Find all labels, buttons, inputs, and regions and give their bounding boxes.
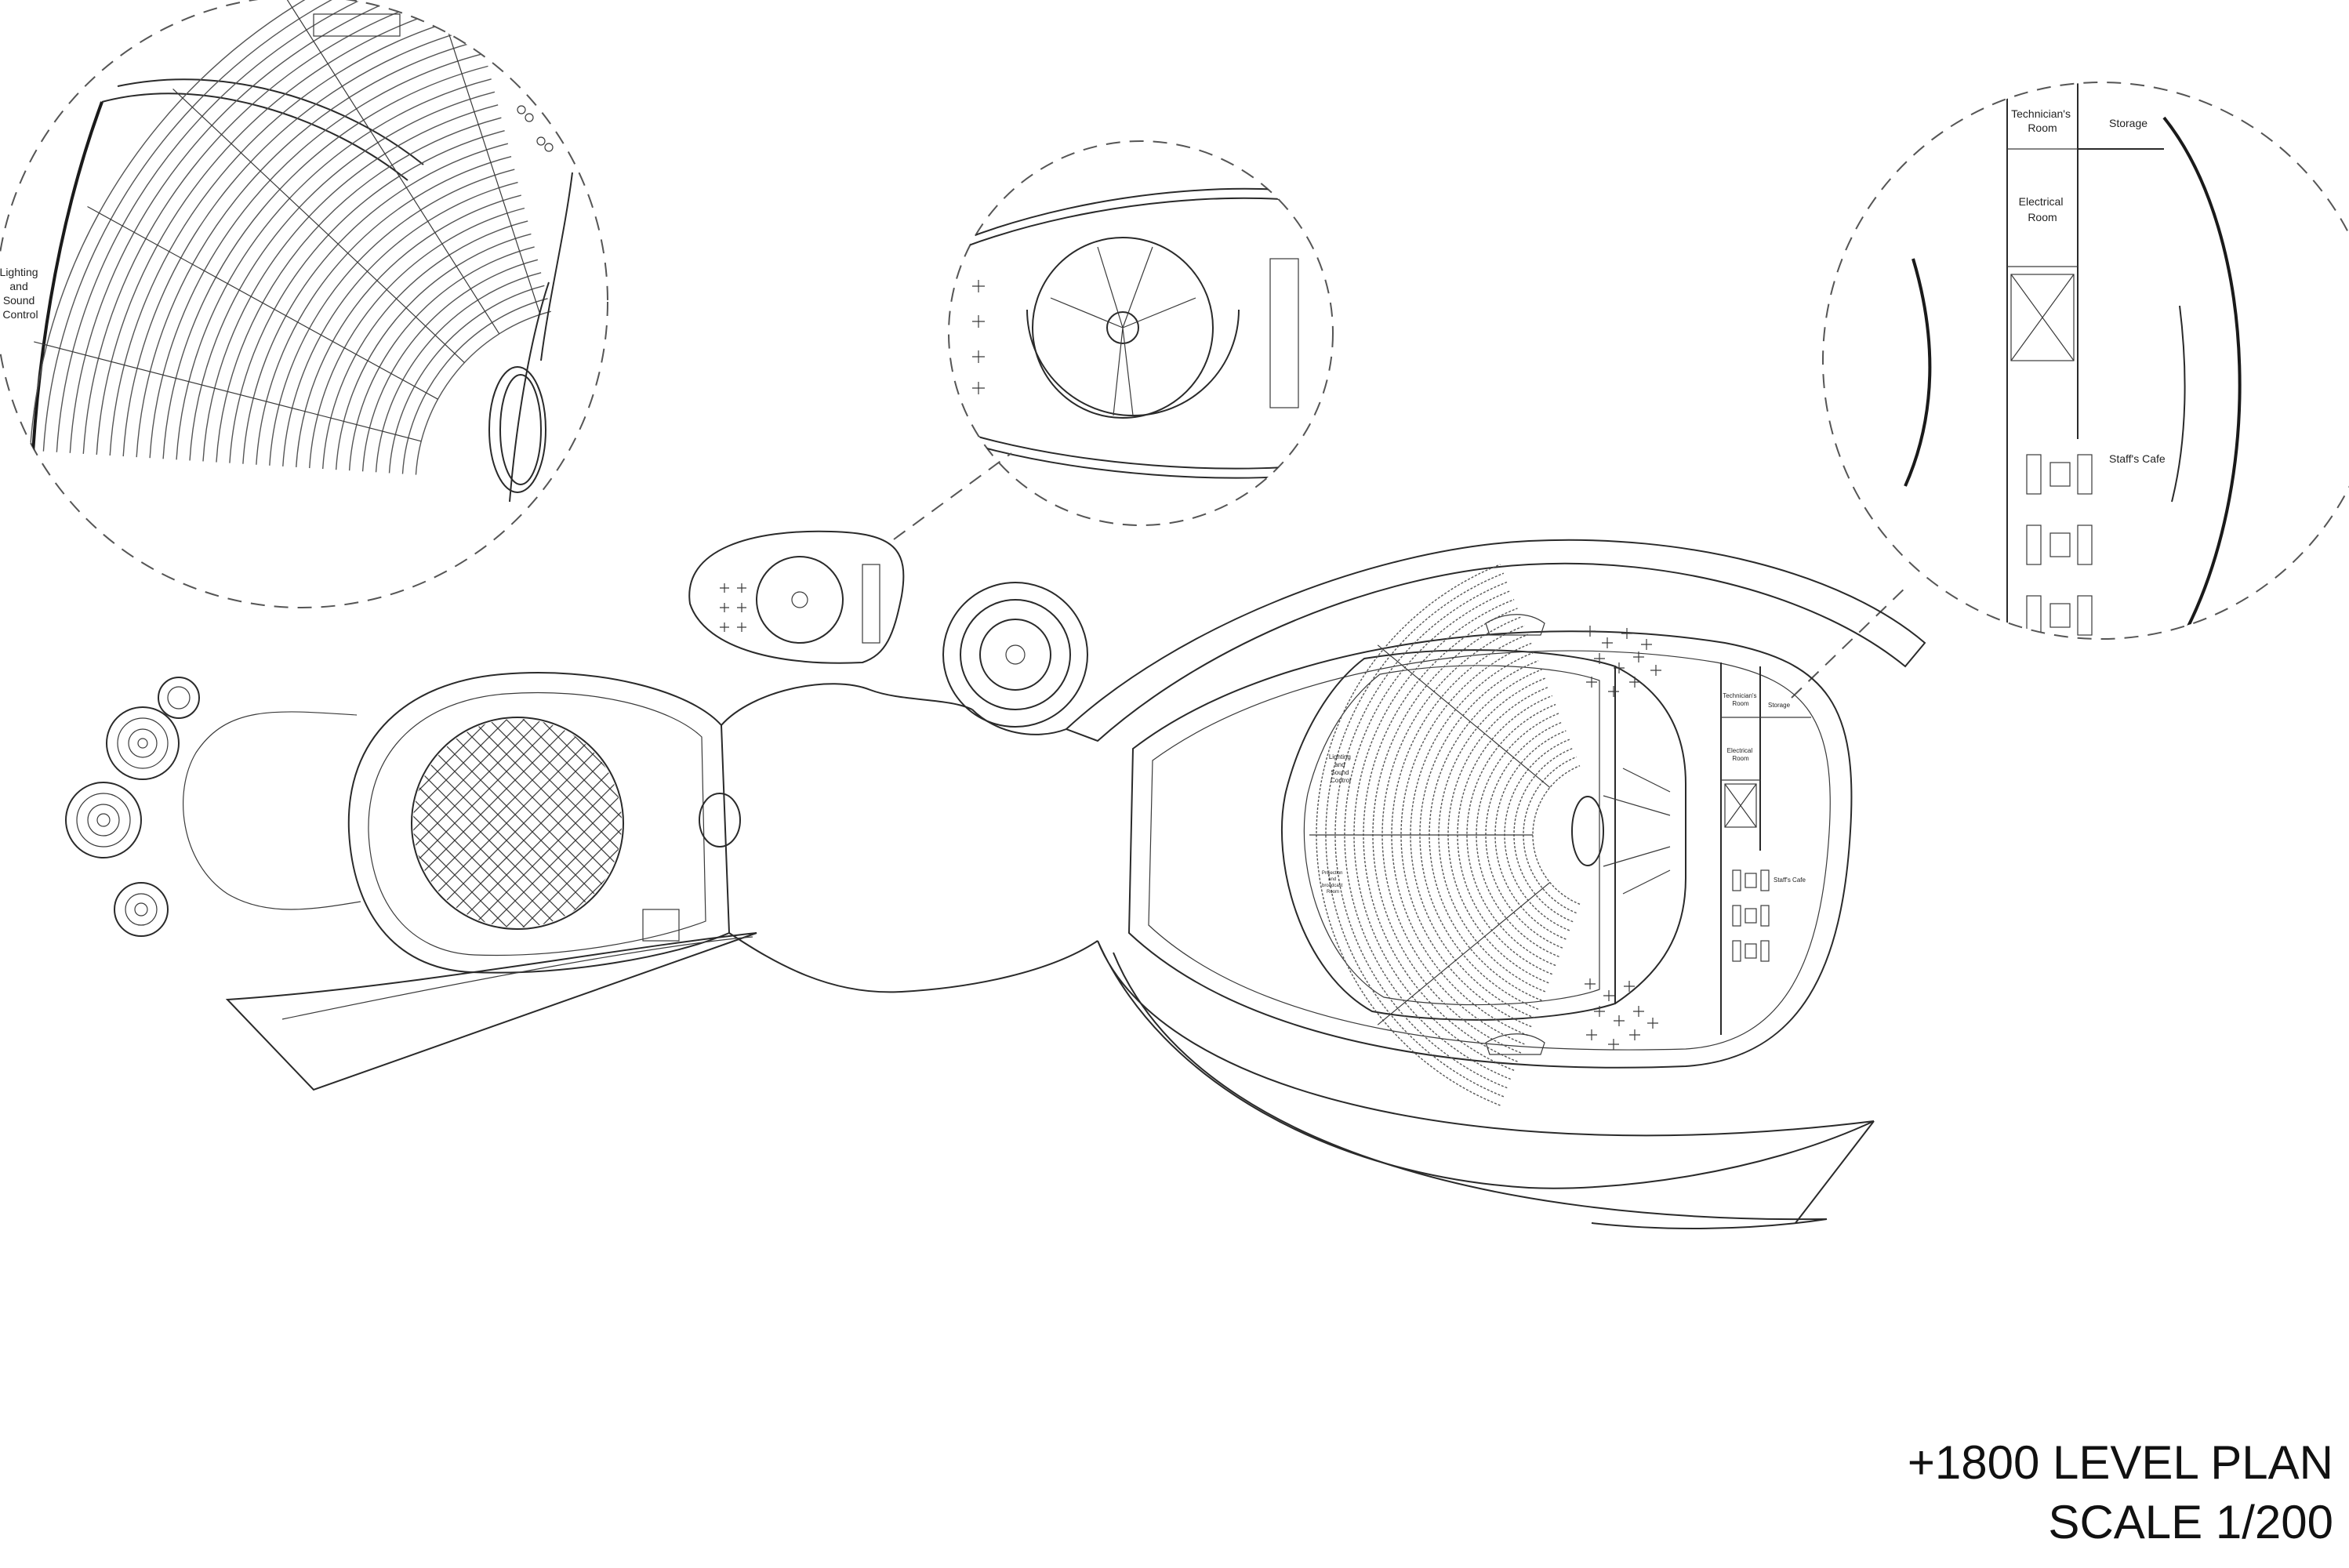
svg-text:Technician's Room: Technician's Room (1723, 692, 1759, 707)
detail-label-technician-2: Room (2028, 122, 2057, 134)
svg-text:Electrical Room: Electrical Room (1727, 747, 1755, 762)
spiral-tree-icons (65, 677, 200, 937)
auditorium-seat-rows (1309, 564, 1581, 1106)
svg-text:Technician's Room: Technician's Room (2011, 107, 2074, 134)
level-plan-title: +1800 LEVEL PLAN (1907, 1436, 2333, 1489)
drawing-title-block: +1800 LEVEL PLAN SCALE 1/200 (1908, 1433, 2333, 1552)
detail-circle-rotunda (948, 140, 1334, 526)
plan-label-electrical-2: Room (1732, 755, 1749, 762)
detail-circle-auditorium: Lighting and Sound Control (0, 0, 608, 608)
plan-label-projection-1: Projection (1322, 871, 1343, 876)
main-plan (65, 530, 1926, 1229)
detail-circle-service: Technician's Room Storage Electrical Roo… (1822, 82, 2349, 640)
roof-grid (413, 719, 622, 927)
detail-seat-rows (29, 0, 551, 475)
plan-label-projection-4: Room (1327, 890, 1339, 895)
svg-text:Lighting and Sound: Lighting and Sound Control (1329, 753, 1352, 784)
detail-label-lighting-1: Lighting (0, 266, 38, 278)
plan-label-lighting-3: Sound (1331, 769, 1349, 776)
detail-label-technician-1: Technician's (2011, 107, 2071, 120)
detail-label-electrical-1: Electrical (2019, 195, 2064, 208)
detail-leader-lines (893, 452, 1910, 699)
detail-label-storage: Storage (2109, 117, 2148, 129)
plan-label-lighting-2: and (1334, 761, 1345, 768)
svg-text:Electrical Room: Electrical Room (2019, 195, 2067, 223)
plan-label-projection-2: and (1328, 877, 1336, 882)
svg-text:Lighting and Sound: Lighting and Sound Control (0, 266, 41, 321)
plan-label-lighting-4: Control (1331, 777, 1351, 784)
scale-label: SCALE 1/200 (2048, 1496, 2333, 1548)
plan-label-electrical-1: Electrical (1727, 747, 1753, 754)
svg-text:Projection and bro: Projection and broadcast Room (1322, 871, 1344, 895)
detail-label-lighting-2: and (9, 280, 27, 292)
detail-label-electrical-2: Room (2028, 211, 2057, 223)
detail-label-staffs-cafe: Staff's Cafe (2109, 452, 2166, 465)
plan-label-storage: Storage (1768, 702, 1791, 709)
plan-label-lighting-1: Lighting (1329, 753, 1351, 760)
plan-labels: Lighting and Sound Control Projection an… (1322, 692, 1806, 895)
plan-label-technician-1: Technician's (1723, 692, 1756, 699)
lounge-chair-clusters (1585, 626, 1661, 1050)
detail-label-lighting-4: Control (2, 308, 38, 321)
plan-label-technician-2: Room (1732, 700, 1749, 707)
detail-label-lighting-3: Sound (3, 294, 34, 307)
plan-label-projection-3: broadcast (1322, 884, 1343, 888)
plan-label-staffs-cafe: Staff's Cafe (1774, 877, 1806, 884)
